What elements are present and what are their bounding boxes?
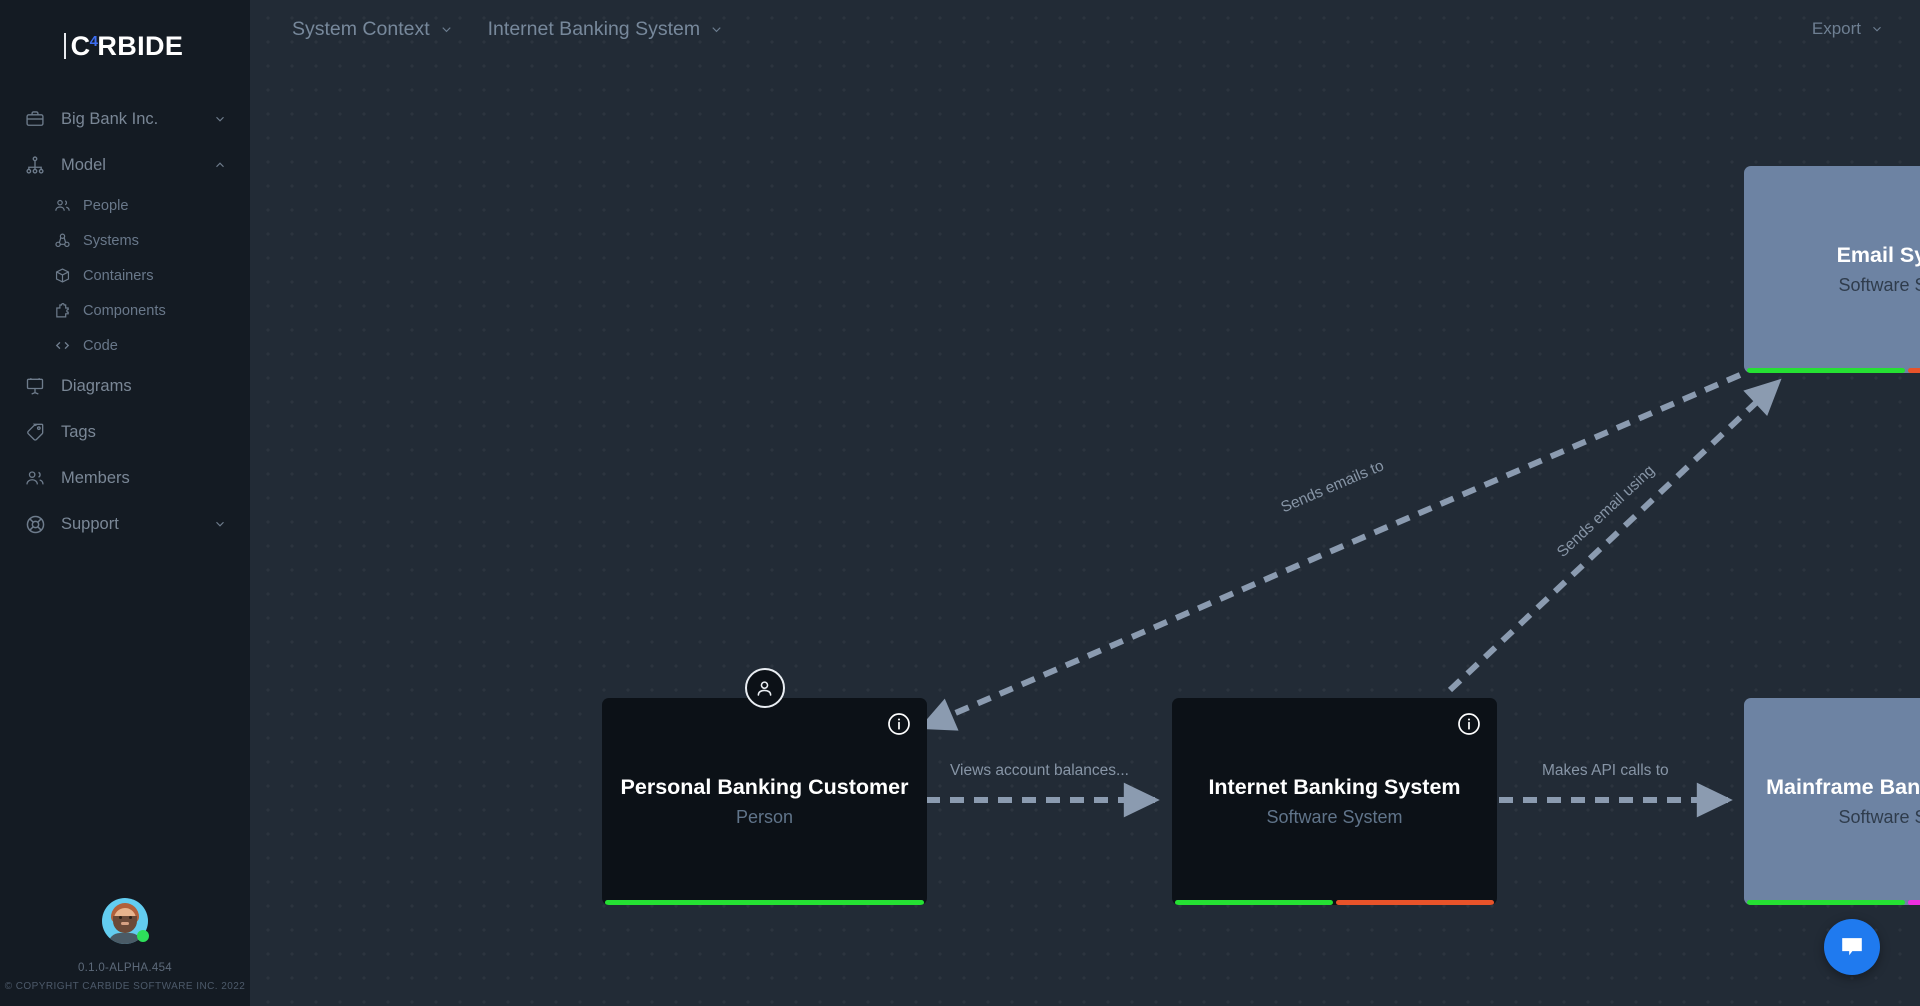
sidebar-item-model[interactable]: Model bbox=[0, 142, 250, 188]
systems-icon bbox=[52, 231, 72, 251]
sidebar-item-people[interactable]: People bbox=[30, 188, 250, 223]
sidebar-item-model-label: Model bbox=[61, 155, 106, 174]
avatar[interactable] bbox=[102, 898, 149, 944]
diagram-canvas[interactable]: System Context Internet Banking System E… bbox=[250, 0, 1920, 1006]
node-internet-banking-system-subtitle: Software System bbox=[1266, 806, 1403, 827]
chevron-down-icon bbox=[1870, 22, 1884, 36]
sidebar-item-containers[interactable]: Containers bbox=[30, 258, 250, 293]
sidebar-item-diagrams[interactable]: Diagrams bbox=[0, 363, 250, 409]
diagram-edges bbox=[918, 372, 1782, 818]
hierarchy-icon bbox=[22, 152, 48, 178]
members-icon bbox=[22, 465, 48, 491]
node-internet-banking-system[interactable]: Internet Banking System Software System bbox=[1172, 698, 1497, 905]
tag-icon bbox=[22, 419, 48, 445]
chevron-down-icon bbox=[709, 22, 724, 37]
sidebar-item-code-label: Code bbox=[83, 337, 118, 354]
person-avatar-icon bbox=[744, 668, 785, 708]
components-icon bbox=[52, 301, 72, 321]
node-personal-banking-customer-tags bbox=[602, 900, 927, 905]
chevron-down-icon bbox=[212, 516, 228, 532]
sidebar-item-people-label: People bbox=[83, 197, 129, 214]
sidebar-item-components[interactable]: Components bbox=[30, 293, 250, 328]
lifebuoy-icon bbox=[22, 511, 48, 537]
breadcrumb-system-context-label: System Context bbox=[292, 17, 430, 40]
sidebar-item-code[interactable]: Code bbox=[30, 328, 250, 363]
briefcase-icon bbox=[22, 106, 48, 132]
edge-sends-email-using bbox=[1447, 378, 1782, 693]
tag-magenta bbox=[1908, 900, 1920, 905]
sidebar-item-workspace-label: Big Bank Inc. bbox=[61, 109, 159, 128]
sidebar-item-systems-label: Systems bbox=[83, 232, 139, 249]
chevron-down-icon bbox=[439, 22, 454, 37]
edge-sends-emails-to bbox=[918, 372, 1742, 731]
diagrams-icon bbox=[22, 373, 48, 399]
sidebar-item-components-label: Components bbox=[83, 302, 166, 319]
info-icon[interactable] bbox=[1457, 712, 1481, 736]
sidebar-item-support[interactable]: Support bbox=[0, 501, 250, 547]
sidebar: C 4 RBIDE Big Bank Inc. bbox=[0, 0, 250, 1006]
topbar: System Context Internet Banking System E… bbox=[250, 0, 1920, 58]
node-email-system-subtitle: Software System bbox=[1838, 274, 1920, 295]
chat-bubble-icon bbox=[1838, 933, 1866, 961]
node-personal-banking-customer-title: Personal Banking Customer bbox=[620, 774, 909, 799]
container-icon bbox=[52, 266, 72, 286]
node-email-system[interactable]: Email System Software System bbox=[1744, 166, 1920, 373]
logo[interactable]: C 4 RBIDE bbox=[0, 0, 250, 92]
people-icon bbox=[52, 196, 72, 216]
sidebar-model-children: People Systems bbox=[0, 188, 250, 363]
logo-text-pre: C bbox=[70, 30, 91, 61]
sidebar-item-systems[interactable]: Systems bbox=[30, 223, 250, 258]
node-mainframe-banking-system-subtitle: Software System bbox=[1838, 806, 1920, 827]
node-mainframe-banking-system[interactable]: Mainframe Banking System Software System bbox=[1744, 698, 1920, 905]
code-icon bbox=[52, 336, 72, 356]
node-personal-banking-customer[interactable]: Personal Banking Customer Person bbox=[602, 668, 927, 905]
chevron-down-icon bbox=[212, 111, 228, 127]
sidebar-item-tags[interactable]: Tags bbox=[0, 409, 250, 455]
copyright-label: © COPYRIGHT CARBIDE SOFTWARE INC. 2022 bbox=[4, 981, 246, 992]
logo-text-post: RBIDE bbox=[97, 30, 184, 61]
logo-superscript-4: 4 bbox=[89, 32, 99, 50]
tag-green bbox=[1175, 900, 1333, 905]
node-email-system-tags bbox=[1744, 368, 1920, 373]
sidebar-item-workspace[interactable]: Big Bank Inc. bbox=[0, 96, 250, 142]
tag-green bbox=[605, 900, 924, 905]
sidebar-item-members[interactable]: Members bbox=[0, 455, 250, 501]
tag-green bbox=[1747, 900, 1905, 905]
breadcrumb-internet-banking-system-label: Internet Banking System bbox=[487, 17, 701, 40]
diagram: Email System Software System bbox=[250, 0, 1920, 1006]
node-personal-banking-customer-subtitle: Person bbox=[735, 806, 794, 827]
sidebar-item-members-label: Members bbox=[61, 468, 130, 487]
sidebar-item-containers-label: Containers bbox=[83, 267, 154, 284]
sidebar-item-diagrams-label: Diagrams bbox=[61, 376, 132, 395]
node-mainframe-banking-system-title: Mainframe Banking System bbox=[1766, 774, 1920, 799]
node-email-system-title: Email System bbox=[1836, 242, 1920, 267]
sidebar-footer: 0.1.0-ALPHA.454 © COPYRIGHT CARBIDE SOFT… bbox=[0, 898, 250, 1006]
tag-orange bbox=[1336, 900, 1494, 905]
sidebar-item-tags-label: Tags bbox=[61, 422, 96, 441]
node-mainframe-banking-system-tags bbox=[1744, 900, 1920, 905]
chevron-up-icon bbox=[212, 157, 228, 173]
version-label: 0.1.0-ALPHA.454 bbox=[77, 962, 172, 974]
export-button-label: Export bbox=[1811, 19, 1861, 38]
breadcrumb-internet-banking-system[interactable]: Internet Banking System bbox=[482, 14, 730, 45]
chat-support-button[interactable] bbox=[1824, 919, 1880, 975]
topbar-actions: Export bbox=[1806, 15, 1890, 43]
tag-green bbox=[1747, 368, 1905, 373]
status-online-indicator bbox=[137, 930, 149, 942]
node-internet-banking-system-tags bbox=[1172, 900, 1497, 905]
breadcrumb-system-context[interactable]: System Context bbox=[286, 14, 460, 45]
export-button[interactable]: Export bbox=[1806, 15, 1890, 43]
sidebar-nav: Big Bank Inc. Model bbox=[0, 92, 250, 547]
sidebar-spacer bbox=[0, 547, 250, 898]
tag-orange bbox=[1908, 368, 1920, 373]
sidebar-item-support-label: Support bbox=[61, 514, 119, 533]
info-icon[interactable] bbox=[887, 712, 911, 736]
node-internet-banking-system-title: Internet Banking System bbox=[1208, 774, 1461, 799]
